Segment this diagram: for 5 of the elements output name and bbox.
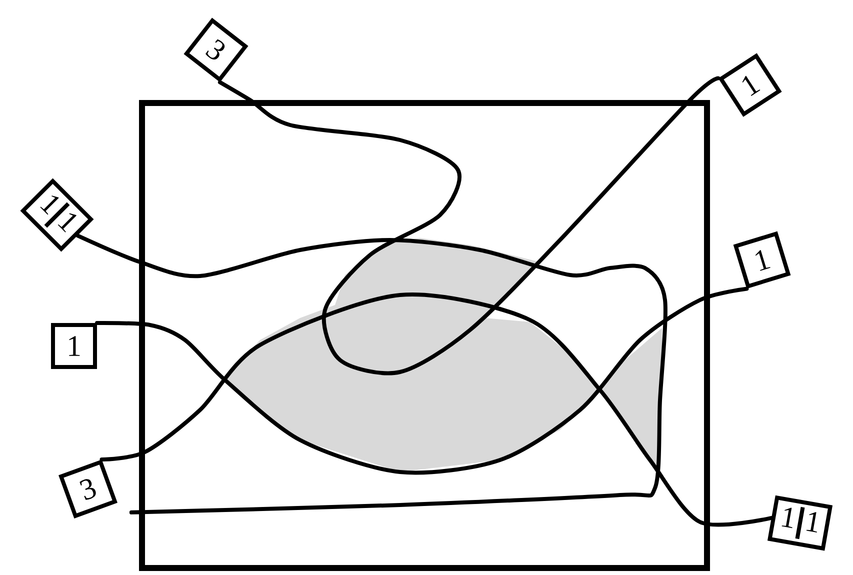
strand [95,286,749,475]
label-box: 1 [51,323,97,369]
strand [76,234,668,514]
strand [218,76,720,376]
strand [100,292,774,527]
